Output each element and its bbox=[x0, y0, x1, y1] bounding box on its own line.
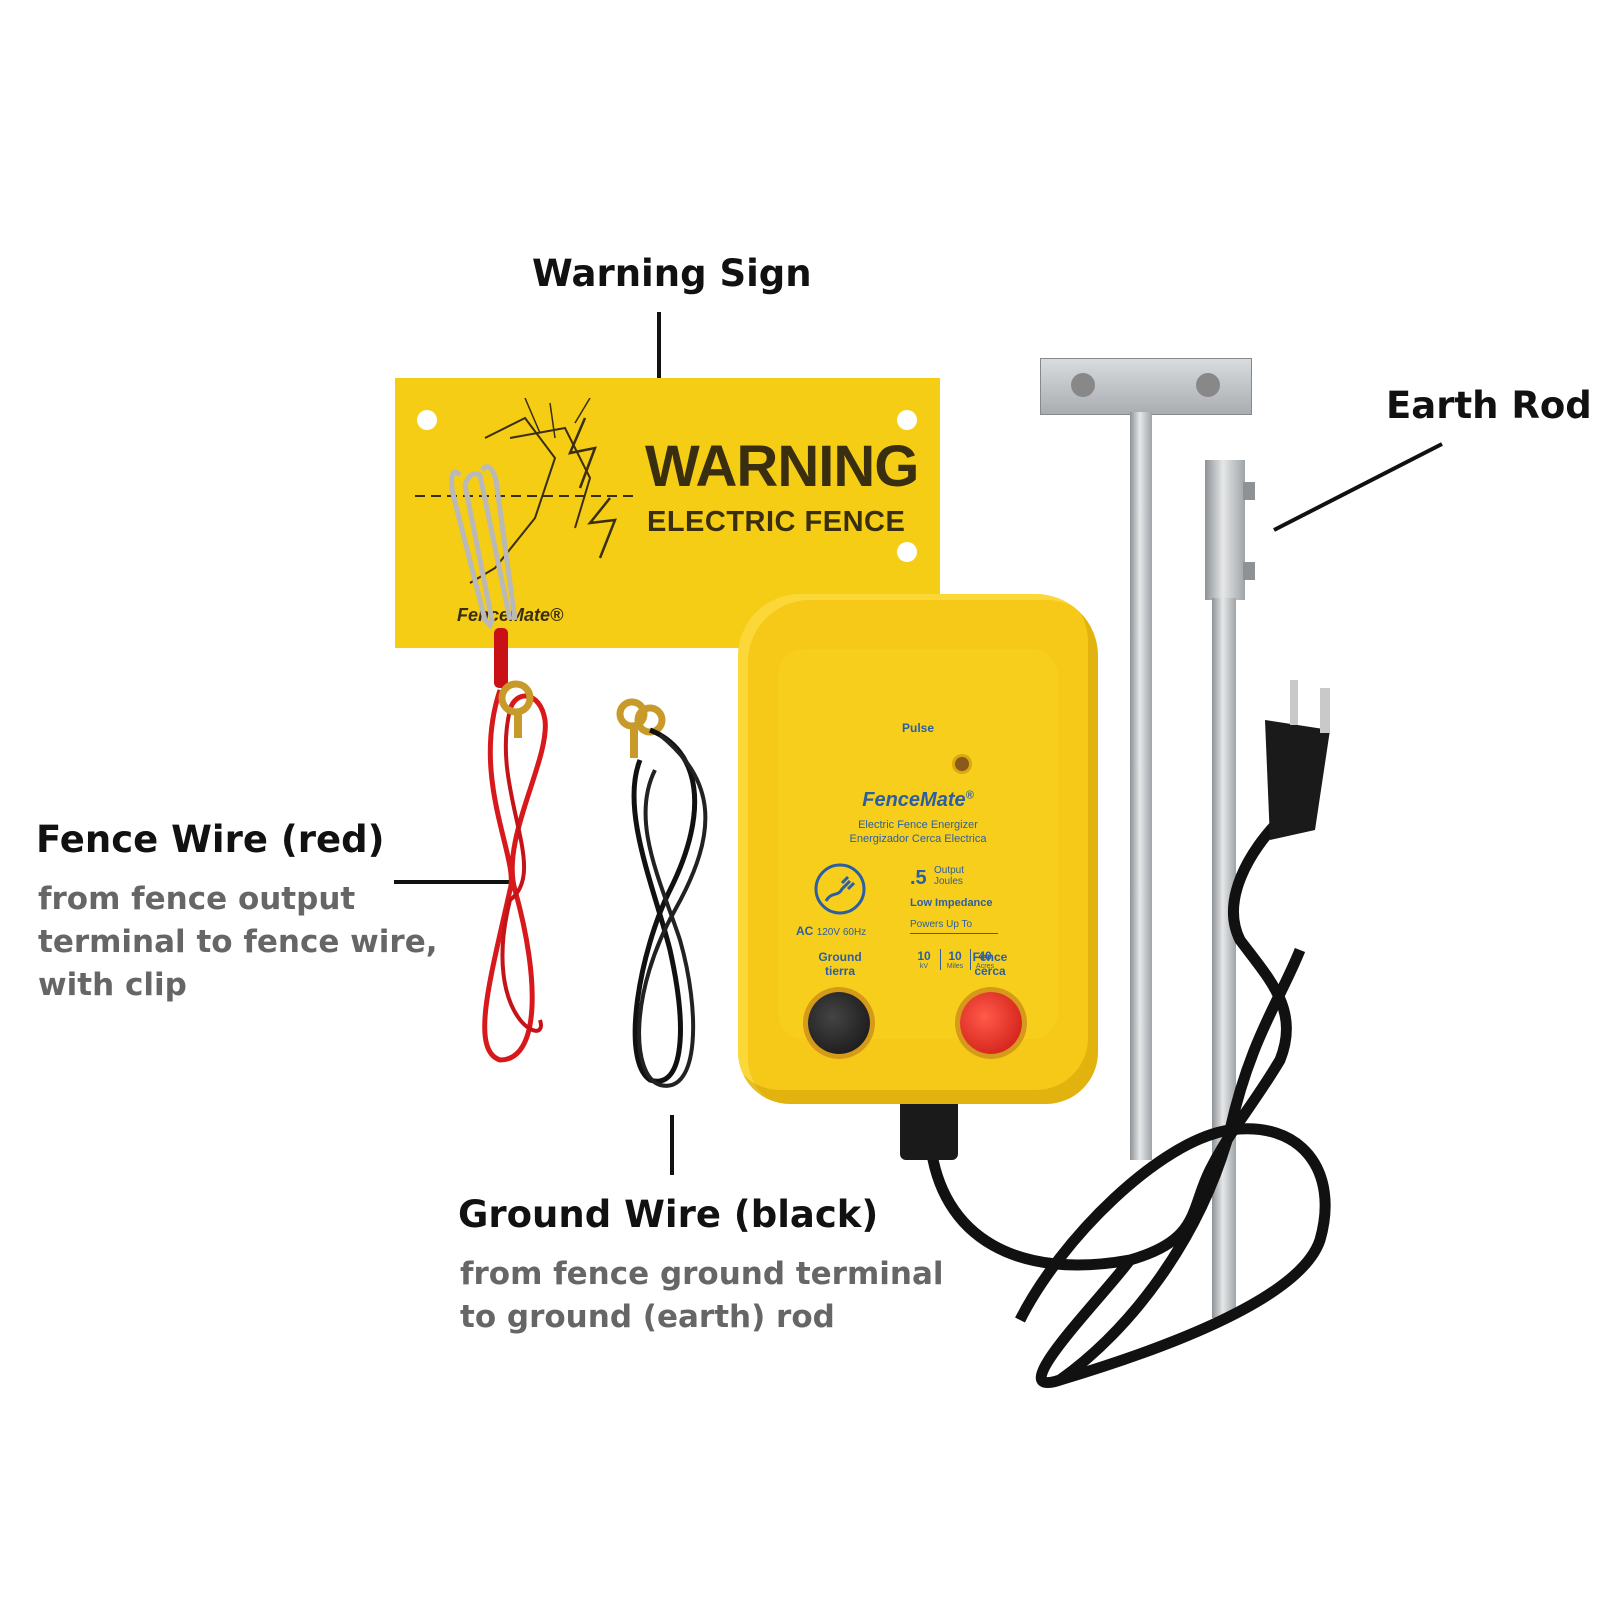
sign-mount-hole bbox=[417, 410, 437, 430]
spec-value: 10 bbox=[917, 949, 931, 963]
spec-distance: 10 Miles bbox=[940, 949, 969, 970]
fence-wire-callout-desc: from fence output terminal to fence wire… bbox=[38, 878, 438, 1007]
ground-wire-black bbox=[616, 698, 708, 1088]
ac-spec: 120V 60Hz bbox=[816, 927, 867, 938]
spec-value: 40 bbox=[978, 949, 992, 963]
pulse-label: Pulse bbox=[901, 721, 934, 735]
fence-terminal-label: Fence cerca bbox=[940, 950, 1040, 978]
coupler-set-screw bbox=[1243, 482, 1255, 500]
earth-rod-mounting-plate bbox=[1040, 358, 1252, 415]
spec-divider bbox=[910, 933, 998, 934]
ac-label: AC bbox=[796, 924, 814, 938]
sign-mount-hole bbox=[897, 410, 917, 430]
ground-label-line: tierra bbox=[824, 964, 856, 978]
ground-wire-desc-line: from fence ground terminal bbox=[460, 1256, 944, 1292]
spec-unit: Acres bbox=[976, 963, 994, 970]
spec-unit: kV bbox=[919, 963, 929, 970]
warning-sign-leader-line bbox=[657, 312, 661, 398]
fence-wire-desc-line: with clip bbox=[38, 967, 187, 1003]
energizer-brand-name: FenceMate bbox=[862, 789, 966, 811]
spec-value: 10 bbox=[948, 949, 962, 963]
ground-terminal-label: Ground tierra bbox=[790, 950, 890, 978]
fence-terminal-knob[interactable] bbox=[960, 992, 1022, 1054]
impedance-label: Low Impedance bbox=[910, 897, 993, 909]
energizer-front-panel: Pulse FenceMate® Electric Fence Energize… bbox=[778, 649, 1058, 1039]
energizer-brand-logo: FenceMate® bbox=[778, 789, 1058, 812]
fence-energizer: Pulse FenceMate® Electric Fence Energize… bbox=[738, 594, 1098, 1104]
pulse-indicator-light bbox=[955, 757, 969, 771]
ac-power-plug-icon bbox=[814, 863, 866, 915]
plate-bolt bbox=[1071, 373, 1095, 397]
ground-terminal-knob[interactable] bbox=[808, 992, 870, 1054]
ground-label-line: Ground bbox=[818, 950, 862, 964]
spec-unit: Miles bbox=[946, 963, 964, 970]
plate-bolt bbox=[1196, 373, 1220, 397]
earth-rod-t-bar bbox=[1130, 412, 1152, 1160]
fence-wire-desc-line: terminal to fence wire, bbox=[38, 924, 438, 960]
fence-wire-desc-line: from fence output bbox=[38, 881, 356, 917]
output-joules-label: Output Joules bbox=[934, 865, 964, 887]
sign-subline: ELECTRIC FENCE bbox=[647, 506, 906, 538]
fence-wire-leader-line bbox=[394, 880, 510, 884]
output-label-line: Joules bbox=[934, 876, 963, 887]
fence-label-line: Fence bbox=[972, 950, 1008, 964]
warning-sign-callout-title: Warning Sign bbox=[532, 252, 812, 295]
power-cord bbox=[900, 680, 1331, 1388]
ground-wire-desc-line: to ground (earth) rod bbox=[460, 1299, 835, 1335]
sign-headline: WARNING bbox=[645, 434, 919, 499]
ground-wire-callout-title: Ground Wire (black) bbox=[458, 1193, 879, 1236]
spec-area: 40 Acres bbox=[970, 949, 999, 970]
ac-rating: AC 120V 60Hz bbox=[796, 924, 866, 938]
powers-up-to-label: Powers Up To bbox=[910, 919, 973, 930]
earth-rod-callout-title: Earth Rod bbox=[1386, 384, 1592, 427]
earth-rod-straight bbox=[1212, 598, 1236, 1318]
earth-rod-coupler bbox=[1205, 460, 1245, 600]
ground-wire-leader-line bbox=[670, 1115, 674, 1175]
ground-wire-callout-desc: from fence ground terminal to ground (ea… bbox=[460, 1253, 944, 1339]
coupler-set-screw bbox=[1243, 562, 1255, 580]
earth-rod-leader-line bbox=[1273, 442, 1443, 532]
output-label-line: Output bbox=[934, 865, 965, 876]
energizer-line-english: Electric Fence Energizer bbox=[858, 819, 978, 831]
output-joules-value: .5 bbox=[910, 867, 927, 889]
registered-mark: ® bbox=[965, 789, 974, 802]
sign-mount-hole bbox=[897, 542, 917, 562]
fence-wire-callout-title: Fence Wire (red) bbox=[36, 818, 385, 861]
fence-wire-red bbox=[449, 464, 548, 1063]
spec-voltage: 10 kV bbox=[910, 949, 938, 970]
energizer-line-spanish: Energizador Cerca Electrica bbox=[849, 833, 987, 845]
fence-label-line: cerca bbox=[974, 964, 1006, 978]
